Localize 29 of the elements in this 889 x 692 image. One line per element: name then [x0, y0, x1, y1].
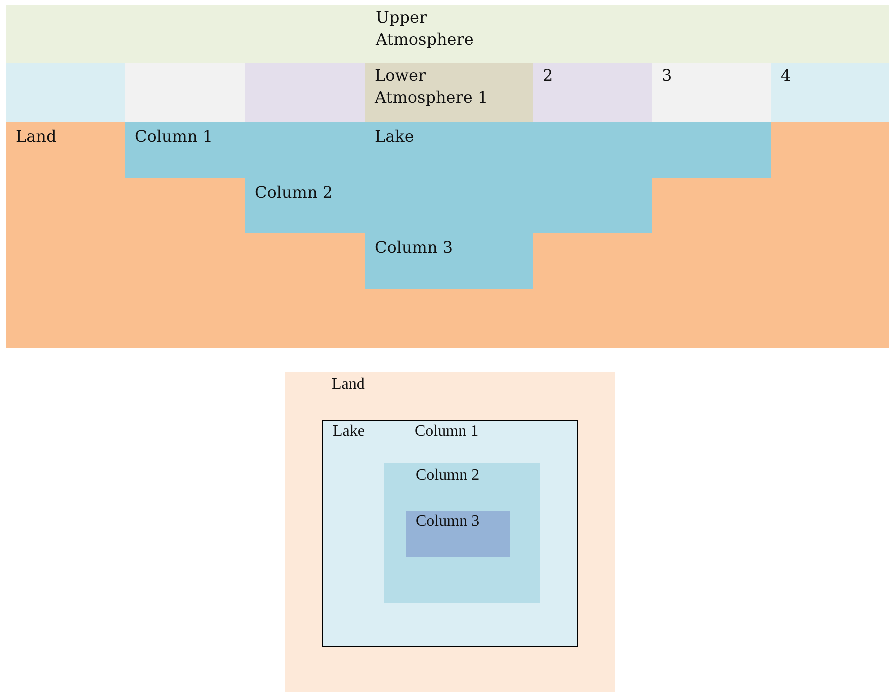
- region-label: Column 3: [416, 513, 481, 531]
- atmosphere-cell: [652, 63, 771, 122]
- region-label: Upper Atmosphere: [376, 7, 475, 51]
- atmosphere-cell: [6, 63, 125, 122]
- region-label: Land: [332, 376, 366, 394]
- column-square: [406, 511, 510, 557]
- region-label: 4: [781, 65, 792, 87]
- land-square: [285, 372, 615, 692]
- land-region: [6, 122, 889, 348]
- atmosphere-cell: [245, 63, 365, 122]
- region-label: Column 2: [416, 467, 481, 485]
- region-label: Column 1: [135, 126, 214, 148]
- region-label: Column 2: [255, 182, 334, 204]
- column-square: [384, 463, 540, 603]
- atmosphere-cell: [771, 63, 889, 122]
- atmosphere-cell: [533, 63, 652, 122]
- region-label: Column 3: [375, 237, 454, 259]
- region-label: Lower Atmosphere 1: [375, 65, 490, 109]
- region-label: Column 1: [415, 423, 480, 441]
- atmosphere-cell: [125, 63, 245, 122]
- region-label: Lake: [375, 126, 416, 148]
- region-label: Lake: [333, 423, 366, 441]
- atmosphere-cell: [365, 63, 533, 122]
- region-label: 3: [662, 65, 674, 87]
- lake-region: [125, 122, 771, 289]
- region-label: 2: [543, 65, 554, 87]
- region-label: Land: [16, 126, 58, 148]
- lake-square: [322, 420, 578, 647]
- atmosphere-band: [6, 5, 889, 63]
